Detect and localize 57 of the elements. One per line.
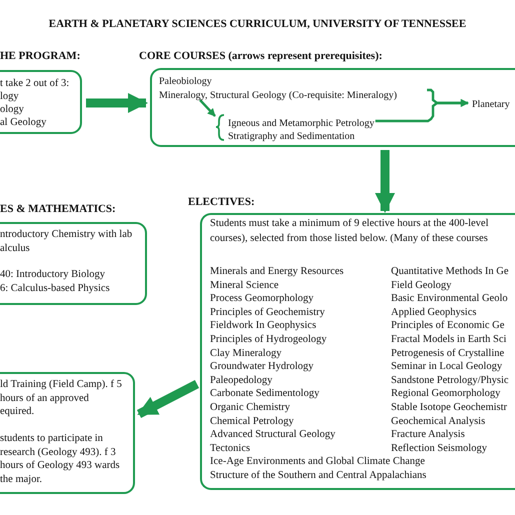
requirement-text: ld Training (Field Camp). f 5 hours of an approved equired. <box>0 378 122 418</box>
course-name: Paleopedology <box>210 374 272 387</box>
course-name: Planetary <box>472 98 514 112</box>
course-name: ology <box>0 103 24 116</box>
course-name: Chemical Petrology <box>210 414 294 428</box>
field-camp-panel <box>0 372 135 494</box>
course-name: Process Geomorphology <box>210 292 314 306</box>
course-name: Principles of Economic Ge <box>391 319 504 332</box>
course-name: logy <box>0 90 19 103</box>
course-name: Ice-Age Environments and Global Climate Change <box>210 455 425 468</box>
requirement-text: Students must take a minimum of 9 elective hours at the 400-level courses), selected from those listed below. (Many of these courses <box>210 217 490 246</box>
course-name: Fieldwork In Geophysics <box>210 319 316 332</box>
arrow <box>375 150 395 213</box>
diagram-title: EARTH & PLANETARY SCIENCES CURRICULUM, UNIVERSITY OF TENNESSEE <box>48 18 468 30</box>
course-name: Mineral Science <box>210 278 279 292</box>
course-name: Organic Chemistry <box>210 401 290 414</box>
course-name: Paleobiology <box>159 75 239 89</box>
course-name: Fracture Analysis <box>391 428 465 442</box>
course-name: Stable Isotope Geochemistr <box>391 401 508 414</box>
course-name: Minerals and Energy Resources <box>210 265 344 278</box>
section-heading: HE PROGRAM: <box>0 50 80 63</box>
course-name: ntroductory Chemistry with lab <box>0 228 132 241</box>
arrow <box>199 99 216 117</box>
course-name: Principles of Hydrogeology <box>210 333 327 346</box>
course-name: al Geology <box>0 116 46 129</box>
course-name: 6: Calculus-based Physics <box>0 282 110 295</box>
course-name: 40: Introductory Biology <box>0 268 105 281</box>
section-heading: CORE COURSES (arrows represent prerequisites): <box>139 50 382 63</box>
course-name: Reflection Seismology <box>391 442 487 455</box>
course-name: Petrogenesis of Crystalline <box>391 346 504 360</box>
course-name: Structure of the Southern and Central Appalachians <box>210 469 426 482</box>
course-name: Seminar in Local Geology <box>391 360 502 374</box>
section-heading: ES & MATHEMATICS: <box>0 203 116 216</box>
course-name: Tectonics <box>210 442 250 455</box>
arrow <box>86 93 148 113</box>
course-name: Advanced Structural Geology <box>210 428 336 442</box>
course-name: Groundwater Hydrology <box>210 360 314 374</box>
arrow <box>375 99 469 122</box>
course-name: Field Geology <box>391 278 452 292</box>
course-name: Sandstone Petrology/Physic <box>391 374 509 387</box>
course-name: Mineralogy, Structural Geology (Co-requisite: Mineralogy) <box>159 89 429 103</box>
course-name: t take 2 out of 3: <box>0 77 70 90</box>
arrow <box>136 380 200 418</box>
course-name: Regional Geomorphology <box>391 387 500 400</box>
course-name: Applied Geophysics <box>391 306 476 319</box>
course-name: Principles of Geochemistry <box>210 306 325 319</box>
course-name: Igneous and Metamorphic Petrology <box>228 117 374 130</box>
course-name: Clay Mineralogy <box>210 346 282 360</box>
requirement-text: students to participate in research (Geology 493). f 3 hours of Geology 493 wards the major. <box>0 432 121 486</box>
course-name: Stratigraphy and Sedimentation <box>228 130 355 143</box>
course-name: Basic Environmental Geolo <box>391 292 508 306</box>
course-name: Carbonate Sedimentology <box>210 387 320 400</box>
section-heading: ELECTIVES: <box>188 196 255 209</box>
course-name: Quantitative Methods In Ge <box>391 265 509 278</box>
course-name: Geochemical Analysis <box>391 414 486 428</box>
course-name: alculus <box>0 242 30 255</box>
course-name: Fractal Models in Earth Sci <box>391 333 506 346</box>
